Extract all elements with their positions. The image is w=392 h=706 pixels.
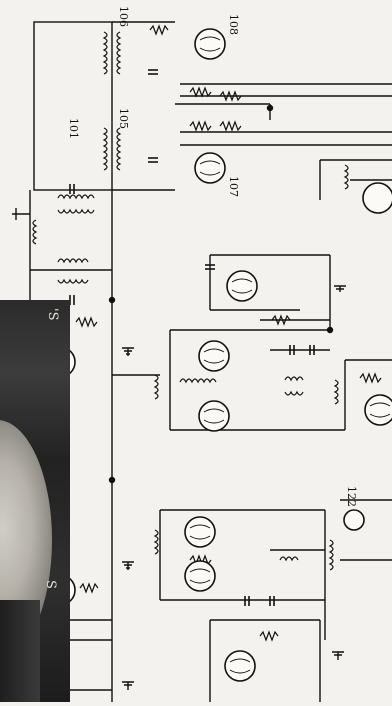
resistor-r4 <box>219 120 242 132</box>
coil-mid-c <box>284 390 304 396</box>
coil-105-secondary <box>116 127 122 171</box>
tube-bottom-1 <box>184 516 216 548</box>
coil-input-b <box>57 208 95 214</box>
tube-107 <box>194 152 226 184</box>
coil-105-primary <box>102 127 108 171</box>
resistor-r9 <box>79 582 99 594</box>
ground-symbol-6 <box>15 208 17 220</box>
coil-106-secondary <box>116 31 122 75</box>
label-105: 105 <box>117 108 130 129</box>
tube-right-mid <box>364 394 392 426</box>
resistor-r5 <box>75 316 98 328</box>
tube-mid-2 <box>198 340 230 372</box>
label-108: 108 <box>227 14 240 35</box>
resistor-r2 <box>219 90 242 102</box>
coil-left-stack <box>32 219 38 245</box>
tube-108 <box>194 28 226 60</box>
ground-symbol-1 <box>122 347 134 356</box>
portrait-photo-overlay: 'S S <box>0 300 70 702</box>
coil-mid-left <box>153 374 159 400</box>
coil-bottom-mid <box>279 556 299 562</box>
resistor-r7 <box>359 372 382 384</box>
coil-106-primary <box>102 31 108 75</box>
coil-right-top <box>343 164 349 190</box>
terminal-dot-1 <box>266 104 274 112</box>
ground-symbol-2 <box>334 285 346 292</box>
coil-bottom-right <box>328 539 334 571</box>
photo-caption-bottom: S <box>43 580 58 589</box>
coil-right-mid <box>333 379 339 405</box>
resistor-r3 <box>189 120 212 132</box>
resistor-r10 <box>259 630 279 642</box>
coil-left-a <box>57 258 89 264</box>
label-107: 107 <box>227 176 240 197</box>
terminal-dot-4 <box>326 326 334 334</box>
tube-122 <box>343 509 365 531</box>
label-122: 122 <box>345 486 358 507</box>
tube-bottom-3 <box>224 650 256 682</box>
coil-input-a <box>57 194 95 200</box>
ground-symbol-3 <box>122 561 134 570</box>
ground-symbol-5 <box>332 651 344 660</box>
portrait-shoulder <box>0 600 40 702</box>
coil-mid-a <box>179 378 217 384</box>
label-106: 106 <box>117 6 130 27</box>
terminal-dot-3 <box>108 476 116 484</box>
transformer-101-box <box>33 21 113 191</box>
label-101: 101 <box>67 118 80 139</box>
photo-caption-top: 'S <box>45 308 60 321</box>
resistor-r1 <box>189 86 212 98</box>
tube-mid-1 <box>226 270 258 302</box>
tube-right-top <box>362 182 392 214</box>
tube-mid-3 <box>198 400 230 432</box>
coil-mid-b <box>284 376 304 382</box>
ground-symbol-4 <box>122 681 134 690</box>
resistor-top <box>149 24 169 36</box>
terminal-dot-2 <box>108 296 116 304</box>
resistor-r6 <box>271 314 291 326</box>
coil-left-b <box>57 278 89 284</box>
tube-bottom-2 <box>184 560 216 592</box>
coil-bottom-left <box>153 529 159 555</box>
